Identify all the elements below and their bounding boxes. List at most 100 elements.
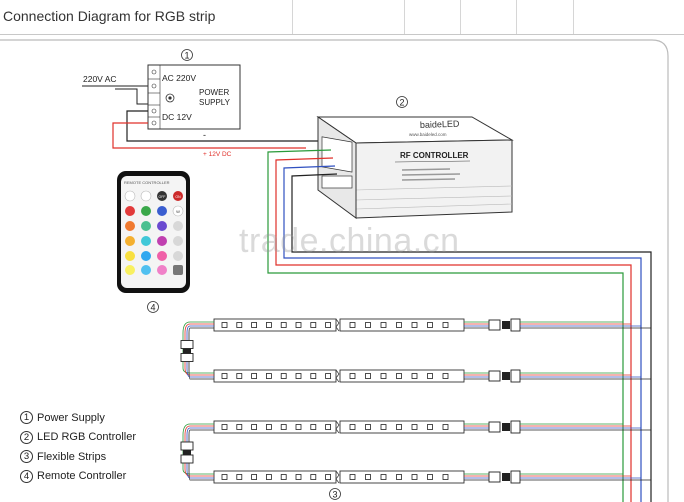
header-grid-line — [573, 0, 574, 34]
jumper-connector — [180, 353, 194, 362]
connector-plug — [502, 321, 510, 329]
led-chip — [411, 424, 418, 430]
jumper-connector — [180, 340, 194, 349]
color-button — [141, 265, 151, 275]
connector-male — [488, 421, 501, 433]
led-chip — [365, 373, 371, 379]
legend-number: 2 — [20, 430, 33, 444]
controller-ridge — [355, 203, 513, 210]
led-chip — [365, 424, 371, 430]
led-chip — [442, 322, 449, 328]
brightness-up-button — [124, 190, 136, 202]
legend-item: 2 LED RGB Controller — [20, 428, 136, 448]
controller-ridge — [355, 185, 513, 191]
watermark: trade.china.cn — [239, 222, 460, 260]
w-label: W — [176, 209, 180, 214]
header-grid-line — [292, 0, 293, 34]
power-name-2: SUPPLY — [199, 98, 231, 107]
led-chip — [265, 474, 272, 480]
led-chip — [221, 424, 228, 430]
led-chip — [349, 474, 356, 480]
legend-number: 4 — [20, 469, 33, 483]
led-chip — [221, 322, 228, 328]
strip-segment — [213, 420, 337, 434]
color-button — [157, 265, 167, 275]
marker-circle — [396, 96, 408, 108]
led-chip — [310, 322, 317, 328]
dc-label: DC 12V — [162, 112, 192, 122]
led-chip — [380, 373, 387, 379]
led-chip — [365, 322, 371, 328]
remote-face — [121, 176, 186, 288]
connector-female — [510, 369, 521, 383]
marker-circle — [147, 301, 159, 313]
terminal-screw-icon — [151, 108, 157, 114]
led-chip — [236, 322, 243, 328]
off-label: OFF — [159, 195, 166, 199]
color-button — [141, 221, 151, 231]
strip-segment — [213, 470, 337, 484]
strip-break — [335, 369, 340, 383]
legend-text: Power Supply — [37, 411, 105, 424]
power-supply-box — [147, 64, 241, 130]
terminal-screw-icon — [151, 69, 157, 75]
led-chip — [380, 424, 387, 430]
power-name-1: POWER — [199, 88, 229, 97]
controller-name: RF CONTROLLER — [400, 151, 469, 160]
output-wires — [267, 149, 652, 502]
strobe-button — [173, 236, 183, 246]
off-button — [157, 191, 167, 201]
brand-label: baideLED — [420, 119, 460, 130]
ground-icon-dot — [168, 96, 172, 100]
led-chip — [411, 373, 418, 379]
frame-border — [0, 39, 669, 502]
on-button — [173, 191, 183, 201]
led-chip — [349, 322, 356, 328]
led-strips — [180, 318, 651, 484]
strips-marker: 3 — [332, 490, 337, 500]
led-chip — [380, 474, 387, 480]
header-divider — [0, 34, 684, 35]
strip-segment — [213, 369, 337, 383]
smooth-button — [173, 265, 183, 275]
strip-segment — [213, 318, 337, 332]
rgb-controller: 2 baideLED www.baideled.com RF CONTROLLE… — [316, 96, 514, 219]
connector-male — [488, 370, 501, 382]
led-chip — [251, 424, 258, 430]
led-chip — [396, 474, 402, 480]
spec-text-line — [401, 173, 461, 176]
white-button — [172, 205, 184, 217]
red-button — [125, 206, 135, 216]
led-chip — [365, 474, 371, 480]
led-chip — [427, 424, 433, 430]
controller-marker: 2 — [399, 98, 404, 108]
color-button — [157, 236, 167, 246]
led-chip — [236, 373, 243, 379]
remote-controller: REMOTE CONTROLLER OFF ON W 4 — [117, 171, 190, 313]
controller-ridge — [355, 195, 513, 201]
color-button — [157, 221, 167, 231]
color-button — [125, 236, 135, 246]
red-wire — [275, 157, 632, 502]
legend-item: 1 Power Supply — [20, 408, 136, 428]
led-chip — [221, 373, 228, 379]
color-button — [141, 236, 151, 246]
ac-label: AC 220V — [162, 73, 196, 83]
legend: 1 Power Supply 2 LED RGB Controller 3 Fl… — [20, 408, 136, 486]
led-chip — [411, 322, 418, 328]
dc-negative-wire — [126, 110, 318, 142]
led-chip — [295, 474, 302, 480]
color-button — [157, 251, 167, 261]
legend-text: Flexible Strips — [37, 450, 107, 463]
terminal-block — [321, 136, 353, 173]
led-chip — [280, 424, 287, 430]
connector-male — [488, 471, 501, 483]
led-chip — [280, 474, 287, 480]
spec-text-line — [401, 168, 451, 171]
led-chip — [325, 474, 332, 480]
strip-segment — [339, 470, 465, 484]
color-button — [125, 221, 135, 231]
led-chip — [280, 373, 287, 379]
header-grid-line — [404, 0, 405, 34]
